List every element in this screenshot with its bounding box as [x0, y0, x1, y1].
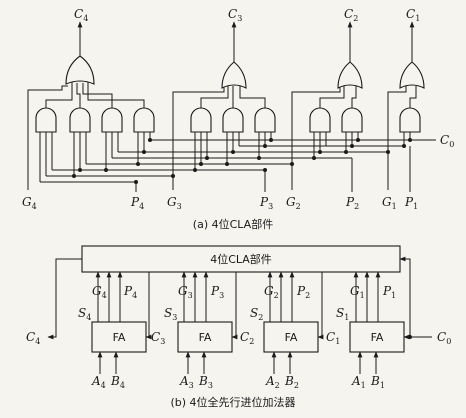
- p4-input-label: P4: [130, 195, 144, 211]
- g3-label: G3: [178, 284, 193, 300]
- c4-output-label: C4: [26, 330, 40, 346]
- or-gate-c1: [399, 61, 425, 89]
- fa-block-4: FA: [91, 271, 152, 374]
- a2-label: A2: [265, 374, 280, 390]
- g4-label: G4: [92, 284, 107, 300]
- and-gate: [399, 107, 421, 133]
- p3-input-label: P3: [259, 195, 273, 211]
- p4-label: P4: [123, 284, 137, 300]
- a3-label: A3: [179, 374, 194, 390]
- c2-label: C2: [240, 330, 254, 346]
- or-gate-c2: [337, 61, 363, 89]
- p2-input-label: P2: [345, 195, 359, 211]
- fa-block-3: FA: [177, 271, 238, 374]
- g1-input-label: G1: [382, 195, 397, 211]
- p1-label: P1: [382, 284, 396, 300]
- g3-input-label: G3: [167, 195, 182, 211]
- and-gate: [222, 107, 244, 133]
- and-gate: [101, 107, 123, 133]
- caption-b: (b) 4位全先行进位加法器: [170, 395, 295, 409]
- svg-text:FA: FA: [113, 331, 126, 344]
- svg-text:FA: FA: [285, 331, 298, 344]
- svg-text:FA: FA: [371, 331, 384, 344]
- svg-text:FA: FA: [199, 331, 212, 344]
- cla-unit-label: 4位CLA部件: [210, 252, 272, 266]
- s4-label: S4: [78, 306, 91, 322]
- or-gate-c4: [65, 55, 95, 85]
- c3-label: C3: [151, 330, 165, 346]
- and-gate: [254, 107, 276, 133]
- b4-label: B4: [110, 374, 125, 390]
- p3-label: P3: [210, 284, 224, 300]
- b3-label: B3: [198, 374, 213, 390]
- g4-input-label: G4: [22, 195, 37, 211]
- c1-output-label: C1: [406, 7, 420, 23]
- b1-label: B1: [370, 374, 385, 390]
- and-gate: [190, 107, 212, 133]
- c0-input-label: C0: [440, 133, 454, 149]
- and-gate: [309, 107, 331, 133]
- and-gate: [69, 107, 91, 133]
- b2-label: B2: [284, 374, 299, 390]
- cla-unit-box: [81, 245, 401, 273]
- and-gate: [341, 107, 363, 133]
- junction-dots: [72, 138, 412, 184]
- g1-label: G1: [350, 284, 365, 300]
- a4-label: A4: [91, 374, 106, 390]
- c0-junction-dot: [408, 335, 412, 339]
- s3-label: S3: [164, 306, 177, 322]
- and-gate: [35, 107, 57, 133]
- s2-label: S2: [250, 306, 263, 322]
- c0-input-label: C0: [437, 330, 451, 346]
- c4-output-label: C4: [74, 7, 88, 23]
- or-gate-c3: [221, 61, 247, 89]
- and-gate: [133, 107, 155, 133]
- g2-label: G2: [264, 284, 279, 300]
- p2-label: P2: [296, 284, 310, 300]
- caption-a: (a) 4位CLA部件: [193, 217, 273, 231]
- p1-input-label: P1: [404, 195, 418, 211]
- a1-label: A1: [351, 374, 366, 390]
- s1-label: S1: [336, 306, 349, 322]
- c2-output-label: C2: [344, 7, 358, 23]
- c1-label: C1: [326, 330, 340, 346]
- fa-block-2: FA: [263, 271, 324, 374]
- g2-input-label: G2: [286, 195, 301, 211]
- cla-logic-circuit: [27, 21, 436, 192]
- c3-output-label: C3: [228, 7, 242, 23]
